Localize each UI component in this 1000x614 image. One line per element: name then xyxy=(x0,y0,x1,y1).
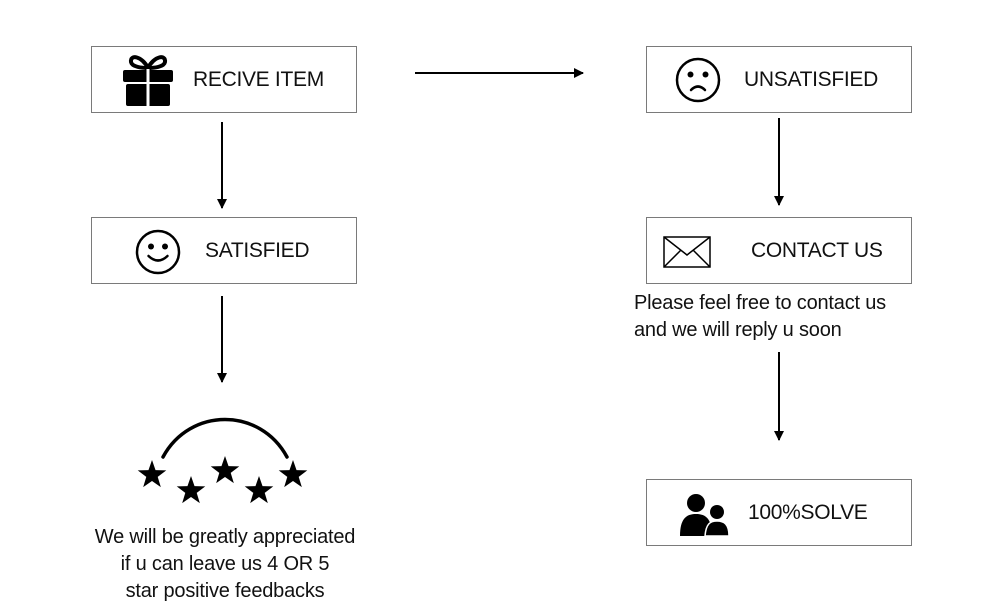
star-icon xyxy=(244,476,274,504)
solve-label: 100%SOLVE xyxy=(748,500,868,524)
feedback-text: We will be greatly appreciated if u can … xyxy=(60,524,390,605)
solve-box: 100%SOLVE xyxy=(646,479,912,546)
contact-note: Please feel free to contact us and we wi… xyxy=(634,290,886,344)
feedback-line-3: star positive feedbacks xyxy=(125,580,325,602)
unsatisfied-box: UNSATISFIED xyxy=(646,46,912,113)
star-icon xyxy=(210,456,240,484)
satisfied-label: SATISFIED xyxy=(205,238,310,262)
unsatisfied-label: UNSATISFIED xyxy=(744,67,878,91)
sad-face-icon xyxy=(675,57,721,103)
gift-icon xyxy=(123,55,173,107)
star-icon xyxy=(278,460,308,488)
satisfied-box: SATISFIED xyxy=(91,217,357,284)
feedback-line-1: We will be greatly appreciated xyxy=(94,526,356,548)
envelope-icon xyxy=(663,236,711,268)
contact-note-line-1: Please feel free to contact us xyxy=(634,292,886,314)
people-icon xyxy=(680,494,730,537)
five-stars-icon xyxy=(137,417,308,504)
star-icon xyxy=(137,460,167,488)
smiley-face-icon xyxy=(135,229,181,275)
contact-us-label: CONTACT US xyxy=(751,238,883,262)
star-icon xyxy=(176,476,206,504)
receive-item-box: RECIVE ITEM xyxy=(91,46,357,113)
contact-us-box: CONTACT US xyxy=(646,217,912,284)
receive-item-label: RECIVE ITEM xyxy=(193,67,324,91)
contact-note-line-2: and we will reply u soon xyxy=(634,319,842,341)
feedback-line-2: if u can leave us 4 OR 5 xyxy=(120,553,330,575)
